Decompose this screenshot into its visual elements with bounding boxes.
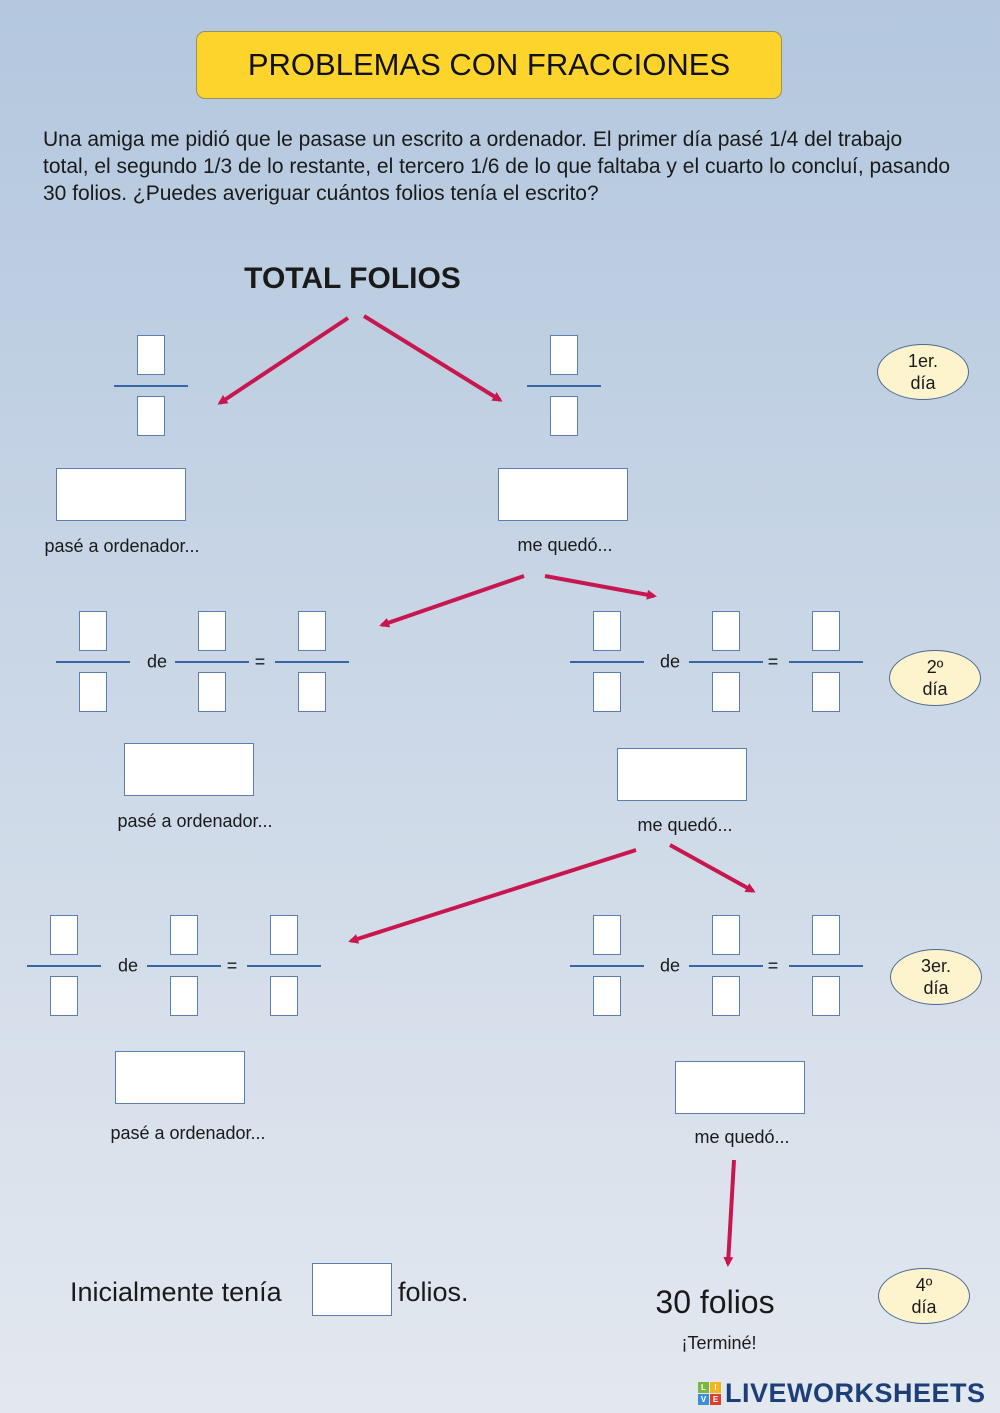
day1-passed-input[interactable] <box>56 468 186 521</box>
fraction-bar <box>247 965 321 967</box>
fraction-bar <box>789 965 863 967</box>
initial-total-input[interactable] <box>312 1263 392 1316</box>
denominator-input[interactable] <box>812 976 840 1016</box>
day2-remaining-label: me quedó... <box>637 815 733 835</box>
fraction-bar <box>27 965 101 967</box>
denominator-input[interactable] <box>170 976 198 1016</box>
fraction-bar <box>570 661 644 663</box>
day3-passed-input[interactable] <box>115 1051 245 1104</box>
numerator-input[interactable] <box>137 335 165 375</box>
day1-passed-label: pasé a ordenador... <box>44 536 200 556</box>
fraction-bar <box>114 385 188 387</box>
arrow <box>348 848 637 944</box>
arrow <box>362 314 503 402</box>
denominator-input[interactable] <box>298 672 326 712</box>
total-folios-heading: TOTAL FOLIOS <box>244 262 461 295</box>
fraction-bar <box>527 385 601 387</box>
denominator-input[interactable] <box>270 976 298 1016</box>
fraction-bar <box>689 965 763 967</box>
of-operator: de <box>659 955 681 976</box>
numerator-input[interactable] <box>550 335 578 375</box>
numerator-input[interactable] <box>170 915 198 955</box>
fraction-bar <box>689 661 763 663</box>
worksheet-title: PROBLEMAS CON FRACCIONES <box>196 31 782 99</box>
initial-total-suffix: folios. <box>398 1277 469 1307</box>
logo-text: LIVEWORKSHEETS <box>725 1378 986 1408</box>
day-badge-text: 1er. <box>907 351 939 371</box>
numerator-input[interactable] <box>593 915 621 955</box>
initial-total-prefix: Inicialmente tenía <box>70 1277 282 1307</box>
day-badge-text: día <box>923 978 949 998</box>
arrow <box>669 843 756 893</box>
day-badge-3: 3er.día <box>890 949 982 1005</box>
arrow <box>544 574 657 600</box>
day-badge-text: día <box>911 1297 937 1317</box>
numerator-input[interactable] <box>712 611 740 651</box>
denominator-input[interactable] <box>593 672 621 712</box>
day3-passed-label: pasé a ordenador... <box>110 1123 266 1143</box>
numerator-input[interactable] <box>79 611 107 651</box>
denominator-input[interactable] <box>712 976 740 1016</box>
numerator-input[interactable] <box>198 611 226 651</box>
day2-passed-label: pasé a ordenador... <box>117 811 273 831</box>
arrow <box>723 1159 736 1267</box>
day3-remaining-input[interactable] <box>675 1061 805 1114</box>
denominator-input[interactable] <box>198 672 226 712</box>
of-operator: de <box>659 651 681 672</box>
denominator-input[interactable] <box>812 672 840 712</box>
numerator-input[interactable] <box>270 915 298 955</box>
fraction-bar <box>275 661 349 663</box>
numerator-input[interactable] <box>812 915 840 955</box>
equals-operator: = <box>767 651 779 672</box>
done-label: ¡Terminé! <box>681 1333 757 1353</box>
last-day-folios: 30 folios <box>655 1284 775 1320</box>
equals-operator: = <box>767 955 779 976</box>
fraction-bar <box>147 965 221 967</box>
of-operator: de <box>117 955 139 976</box>
day-badge-text: día <box>910 373 936 393</box>
arrow <box>379 574 525 628</box>
fraction-bar <box>56 661 130 663</box>
fraction-bar <box>175 661 249 663</box>
day-badge-text: 2º <box>926 657 944 677</box>
day-badge-text: día <box>922 679 948 699</box>
numerator-input[interactable] <box>50 915 78 955</box>
day1-remaining-label: me quedó... <box>517 535 613 555</box>
arrow <box>217 316 350 405</box>
numerator-input[interactable] <box>812 611 840 651</box>
denominator-input[interactable] <box>712 672 740 712</box>
numerator-input[interactable] <box>712 915 740 955</box>
day-badge-1: 1er.día <box>877 344 969 400</box>
day2-remaining-input[interactable] <box>617 748 747 801</box>
fraction-bar <box>570 965 644 967</box>
denominator-input[interactable] <box>50 976 78 1016</box>
equals-operator: = <box>226 955 238 976</box>
numerator-input[interactable] <box>298 611 326 651</box>
fraction-bar <box>789 661 863 663</box>
denominator-input[interactable] <box>137 396 165 436</box>
equals-operator: = <box>254 651 266 672</box>
problem-statement: Una amiga me pidió que le pasase un escr… <box>43 128 951 205</box>
denominator-input[interactable] <box>593 976 621 1016</box>
of-operator: de <box>146 651 168 672</box>
day-badge-text: 4º <box>915 1275 933 1295</box>
day2-passed-input[interactable] <box>124 743 254 796</box>
day1-remaining-input[interactable] <box>498 468 628 521</box>
numerator-input[interactable] <box>593 611 621 651</box>
denominator-input[interactable] <box>79 672 107 712</box>
day-badge-text: 3er. <box>920 956 952 976</box>
day3-remaining-label: me quedó... <box>694 1127 790 1147</box>
denominator-input[interactable] <box>550 396 578 436</box>
